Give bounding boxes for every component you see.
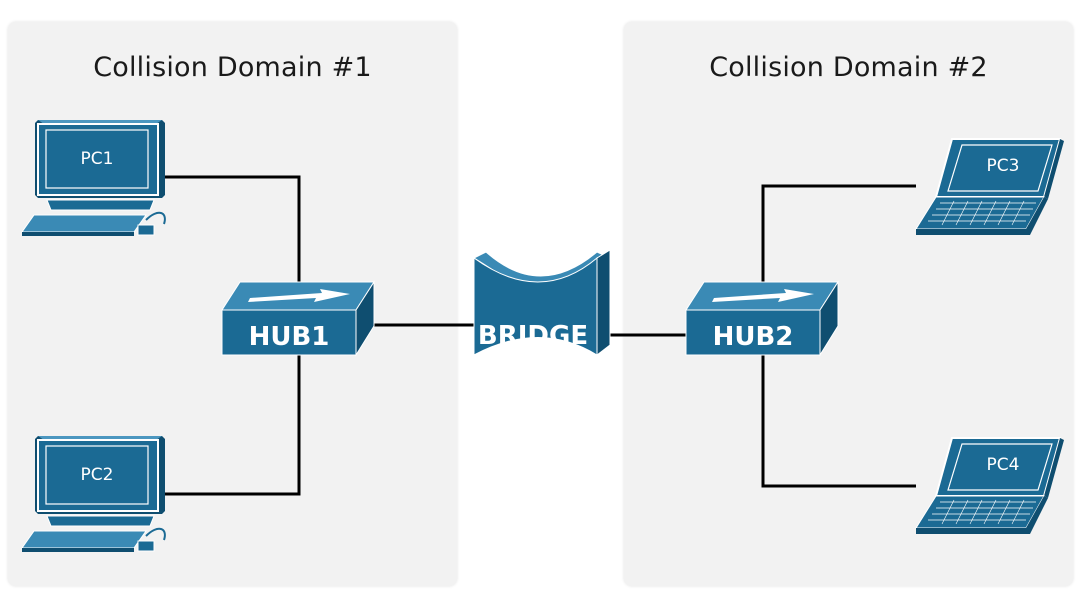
collision-domain-2-title: Collision Domain #2 xyxy=(709,52,988,83)
pc2-label: PC2 xyxy=(81,465,114,485)
pc3-label: PC3 xyxy=(987,156,1020,176)
link-hub2-pc4 xyxy=(761,355,916,488)
pc1-label: PC1 xyxy=(81,149,114,169)
pc4-label: PC4 xyxy=(987,455,1020,475)
pc2-desktop: PC2 xyxy=(21,435,166,553)
pc4-laptop: PC4 xyxy=(915,437,1065,535)
link-hub2-pc3 xyxy=(761,184,916,282)
bridge: BRIDGE xyxy=(472,249,611,357)
pc1-desktop: PC1 xyxy=(21,119,166,237)
bridge-label: BRIDGE xyxy=(478,321,588,351)
link-pc2-hub1 xyxy=(162,355,301,496)
hub2: HUB2 xyxy=(685,281,839,356)
link-pc1-hub1 xyxy=(162,175,301,282)
links xyxy=(162,175,916,496)
hub2-label: HUB2 xyxy=(713,322,794,352)
hub1-label: HUB1 xyxy=(249,322,330,352)
collision-domain-1-title: Collision Domain #1 xyxy=(93,52,372,83)
bridge-side xyxy=(596,249,611,357)
pc3-laptop: PC3 xyxy=(915,138,1065,236)
hub1: HUB1 xyxy=(221,281,375,356)
